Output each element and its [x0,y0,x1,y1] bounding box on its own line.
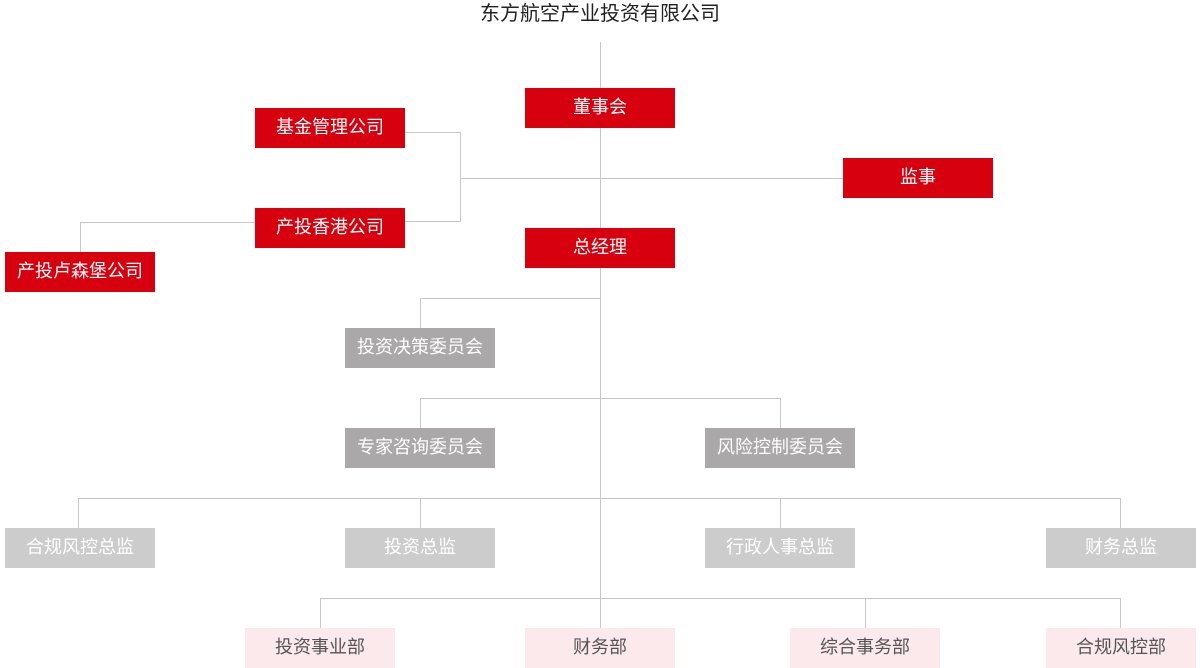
compliance-director-box: 合规风控总监 [5,528,155,568]
board-box: 董事会 [525,88,675,128]
compliance-dept-box: 合规风控部 [1046,628,1196,668]
investment-director-box: 投资总监 [345,528,495,568]
finance-dept-box: 财务部 [525,628,675,668]
hk-company-box: 产投香港公司 [255,208,405,248]
general-affairs-dept-box: 综合事务部 [790,628,940,668]
fund-management-box: 基金管理公司 [255,108,405,148]
expert-committee-box: 专家咨询委员会 [345,428,495,468]
finance-director-box: 财务总监 [1046,528,1196,568]
risk-committee-box: 风险控制委员会 [705,428,855,468]
company-title: 东方航空产业投资有限公司 [480,1,720,25]
general-manager-box: 总经理 [525,228,675,268]
supervisor-box: 监事 [843,158,993,198]
lux-company-box: 产投卢森堡公司 [5,252,155,292]
investment-committee-box: 投资决策委员会 [345,328,495,368]
investment-dept-box: 投资事业部 [245,628,395,668]
admin-hr-director-box: 行政人事总监 [705,528,855,568]
